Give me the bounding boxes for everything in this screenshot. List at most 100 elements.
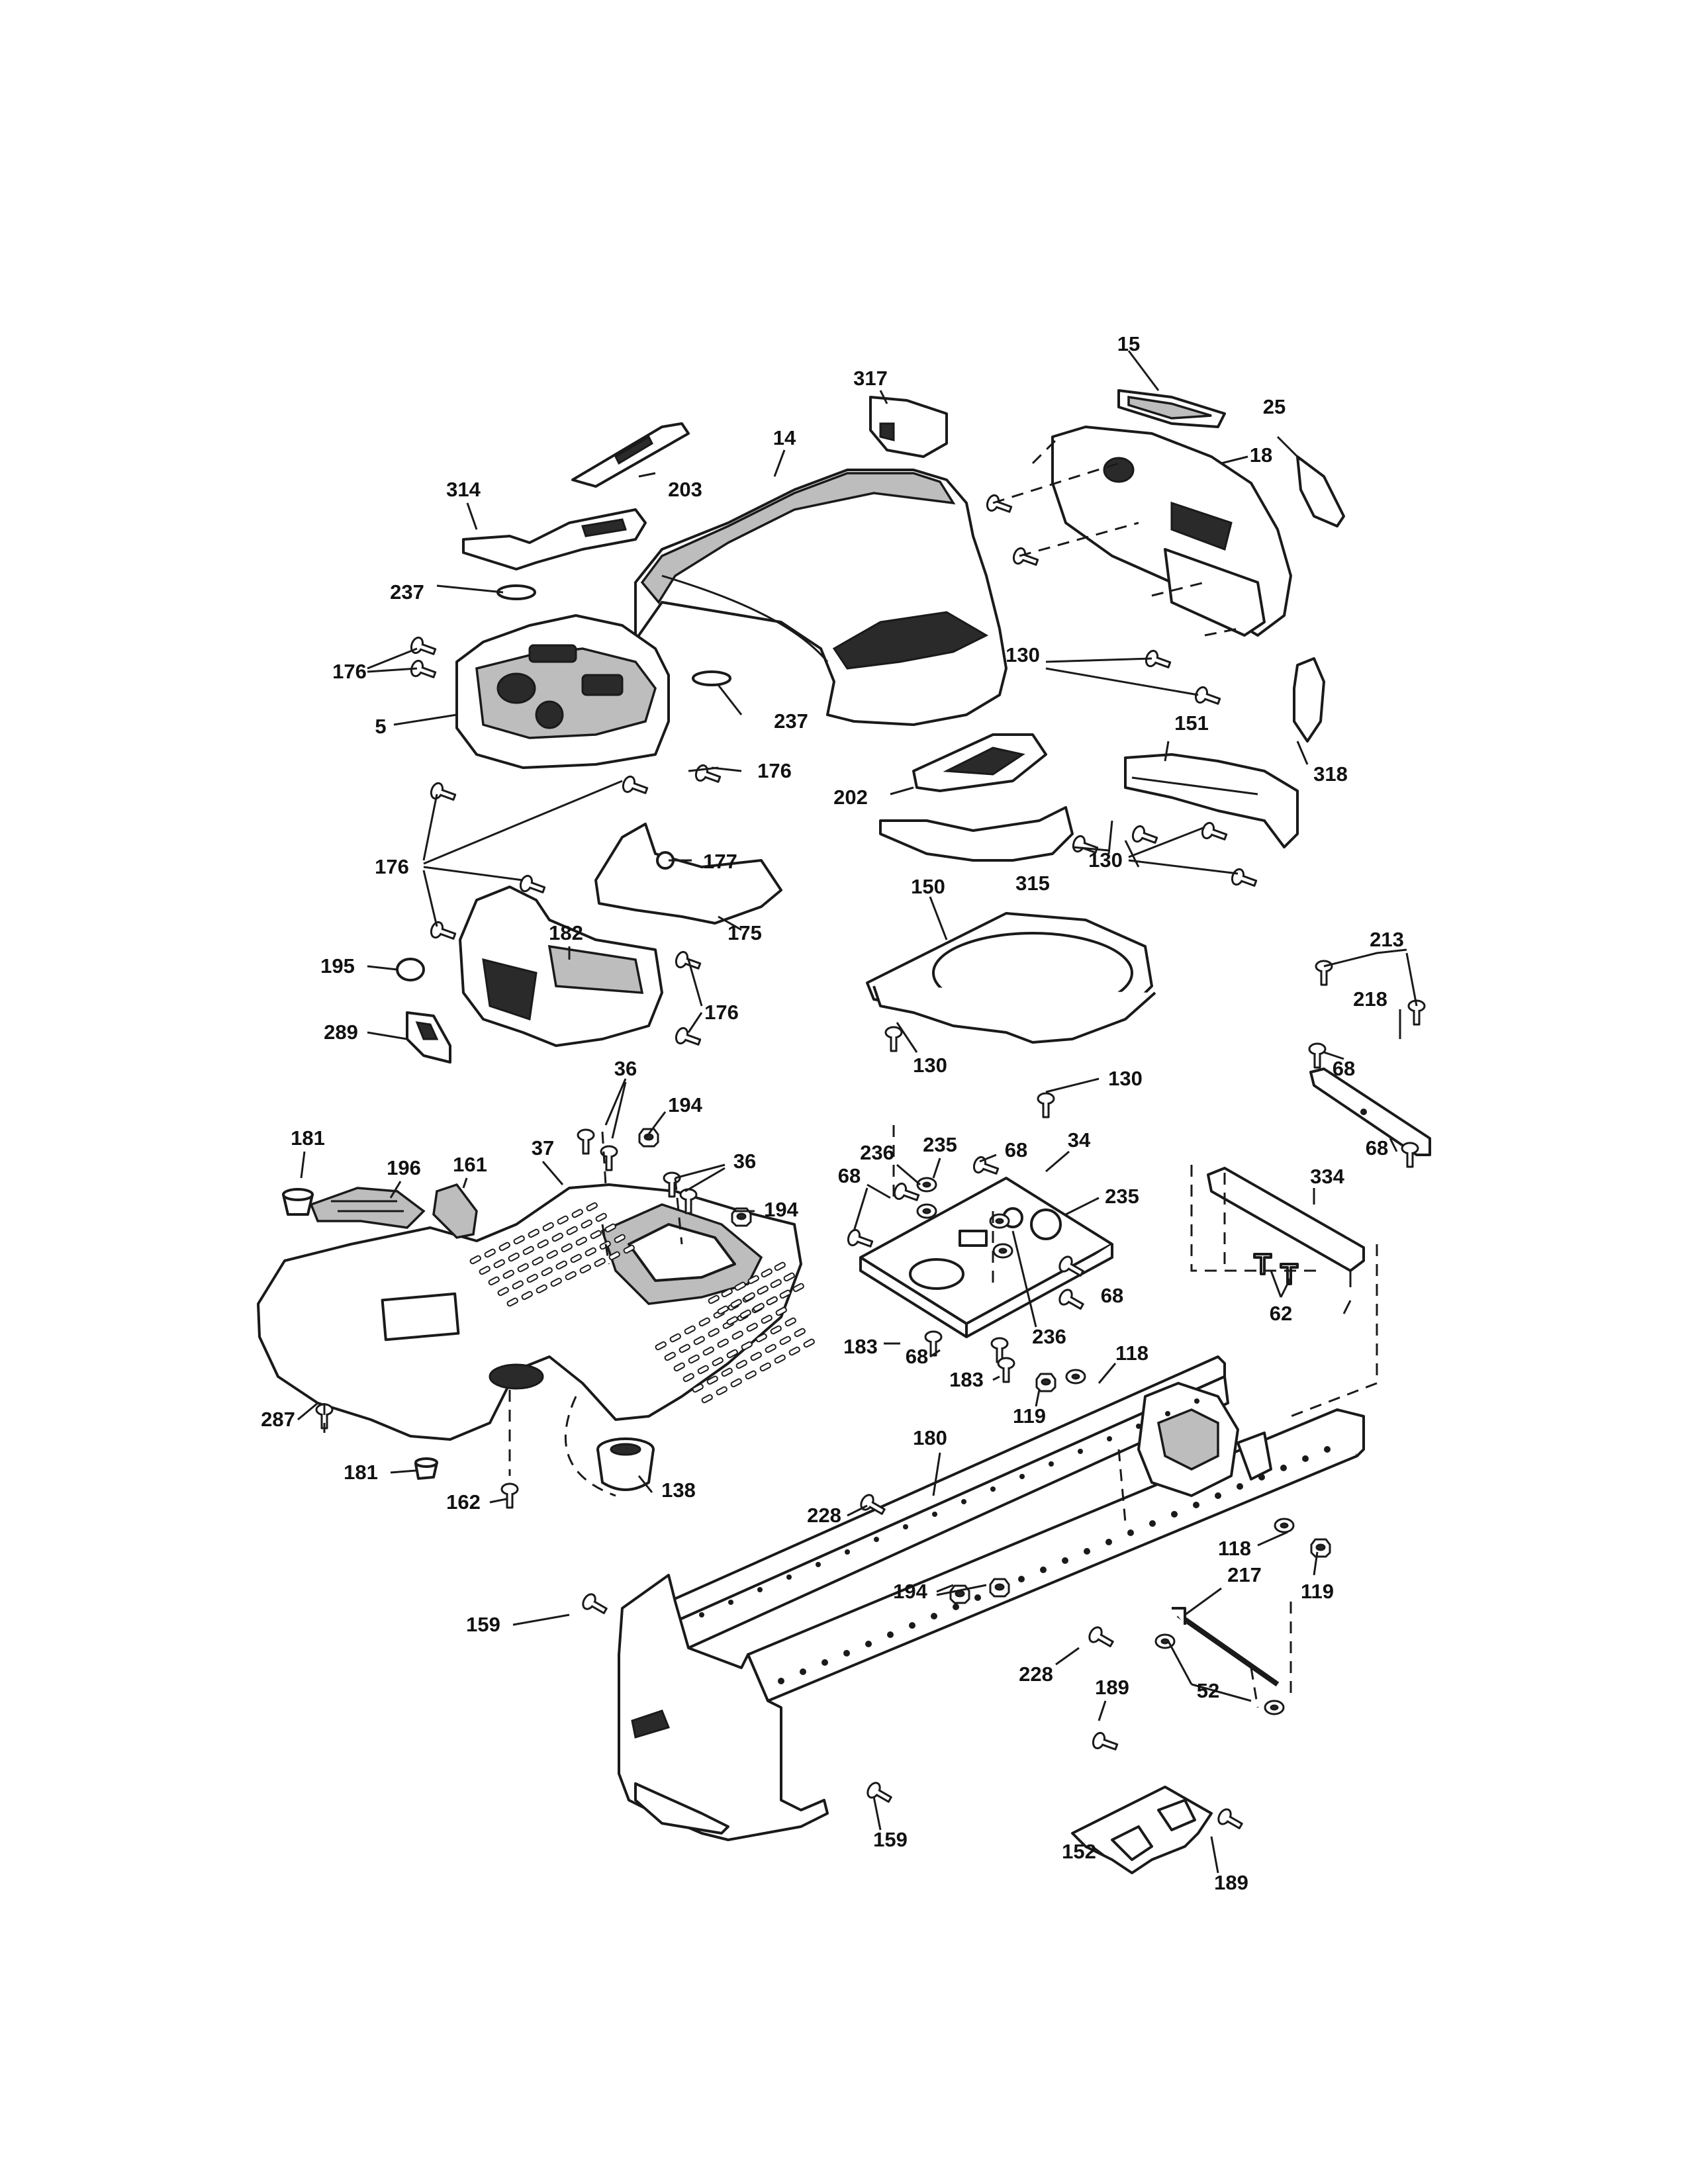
part-5-dash-panel xyxy=(455,614,670,769)
screw xyxy=(990,1337,1009,1363)
vent-slot xyxy=(522,1246,534,1255)
callout-138: 138 xyxy=(661,1479,696,1502)
vent-slot xyxy=(726,1349,738,1359)
frame-hole xyxy=(757,1587,763,1592)
vent-slot xyxy=(484,1248,496,1258)
vent-slot xyxy=(679,1343,690,1353)
screw xyxy=(577,1128,595,1155)
callout-176-b: 176 xyxy=(757,759,792,782)
vent-slot xyxy=(585,1247,596,1257)
callout-237-a: 237 xyxy=(390,580,424,604)
frame-hole xyxy=(932,1512,937,1517)
vent-slot xyxy=(739,1309,751,1319)
callout-183-b: 183 xyxy=(949,1368,984,1391)
part-37-footrest xyxy=(257,1183,802,1441)
vent-slot xyxy=(528,1228,539,1238)
part-203-trim xyxy=(571,422,690,488)
vent-slot xyxy=(701,1394,713,1404)
screw xyxy=(867,1782,892,1803)
part-237-plug-b xyxy=(692,670,731,686)
callout-5: 5 xyxy=(375,715,386,738)
screw xyxy=(694,764,722,783)
vent-slot xyxy=(774,1354,786,1364)
callout-119-b: 119 xyxy=(1301,1580,1334,1603)
screw xyxy=(884,1026,903,1052)
callout-183-a: 183 xyxy=(843,1335,878,1358)
vent-slot xyxy=(706,1375,718,1385)
vent-slot xyxy=(735,1359,747,1369)
vent-slot xyxy=(697,1365,709,1375)
vent-slot xyxy=(746,1322,758,1332)
vent-slot xyxy=(512,1280,524,1290)
callout-318: 318 xyxy=(1313,762,1348,786)
vent-slot xyxy=(734,1281,746,1291)
part-334-bracket xyxy=(1207,1167,1365,1287)
callout-68-a: 68 xyxy=(1333,1057,1355,1080)
vent-slot xyxy=(557,1215,569,1225)
frame-hole xyxy=(1062,1557,1068,1564)
callout-68-c: 68 xyxy=(1005,1138,1027,1161)
part-202-headlight-lens xyxy=(912,733,1047,792)
callout-194-b: 194 xyxy=(764,1198,798,1221)
callout-68-d: 68 xyxy=(838,1164,861,1187)
frame-hole xyxy=(865,1641,872,1647)
frame-hole xyxy=(953,1604,959,1610)
callout-176-d: 176 xyxy=(704,1001,739,1024)
vent-slot xyxy=(702,1346,714,1356)
screw xyxy=(1217,1808,1243,1829)
callout-236-a: 236 xyxy=(860,1141,894,1164)
washer xyxy=(1264,1700,1285,1715)
callout-196: 196 xyxy=(387,1156,421,1179)
part-317-clip xyxy=(869,396,948,458)
callout-176-c: 176 xyxy=(375,855,409,878)
frame-hole xyxy=(974,1594,981,1601)
vent-slot xyxy=(792,1283,804,1293)
screw xyxy=(622,775,649,794)
part-237-plug-a xyxy=(496,584,536,600)
screw xyxy=(410,659,437,678)
vent-slot xyxy=(693,1336,705,1345)
vent-slot xyxy=(682,1373,694,1383)
vent-slot xyxy=(502,1269,514,1279)
vent-slot xyxy=(794,1328,806,1338)
callout-130-b: 130 xyxy=(1088,848,1123,872)
part-150-seat-pan xyxy=(866,912,1156,1044)
part-217-rod xyxy=(1172,1607,1280,1687)
vent-slot xyxy=(508,1252,520,1262)
frame-hole xyxy=(1149,1520,1156,1527)
callout-315: 315 xyxy=(1015,872,1050,895)
callout-317: 317 xyxy=(853,367,888,390)
screw xyxy=(1058,1289,1084,1310)
callout-202: 202 xyxy=(833,786,868,809)
callout-194-a: 194 xyxy=(668,1093,702,1116)
callout-159-b: 159 xyxy=(873,1828,908,1851)
callout-218: 218 xyxy=(1353,987,1387,1011)
callout-labels: 15 25 317 14 18 314 203 237 176 5 130 23… xyxy=(261,332,1404,1894)
vent-slot xyxy=(684,1325,696,1335)
frame-hole xyxy=(1237,1483,1243,1490)
callout-181-b: 181 xyxy=(344,1461,378,1484)
vent-slot xyxy=(655,1341,667,1351)
callout-130-d: 130 xyxy=(1108,1067,1143,1090)
vent-slot xyxy=(721,1367,733,1377)
screw xyxy=(1088,1626,1114,1647)
vent-slot xyxy=(536,1284,547,1294)
vent-slot xyxy=(579,1264,591,1274)
vent-slot xyxy=(692,1383,704,1393)
callout-151: 151 xyxy=(1174,711,1209,735)
callout-68-e: 68 xyxy=(1101,1284,1123,1307)
callout-334: 334 xyxy=(1310,1165,1344,1188)
vent-slot xyxy=(604,1223,616,1233)
part-314-bracket xyxy=(462,508,647,570)
frame-hole xyxy=(1105,1539,1112,1545)
callout-118-a: 118 xyxy=(1115,1342,1149,1365)
frame-hole xyxy=(874,1537,879,1542)
frame-hole xyxy=(909,1622,915,1629)
screw xyxy=(860,1494,886,1515)
callout-34: 34 xyxy=(1068,1128,1091,1152)
vent-slot xyxy=(586,1202,598,1212)
callout-62: 62 xyxy=(1270,1302,1292,1325)
frame-hole xyxy=(1018,1576,1025,1582)
vent-slot xyxy=(513,1235,525,1245)
callout-237-b: 237 xyxy=(774,709,808,733)
